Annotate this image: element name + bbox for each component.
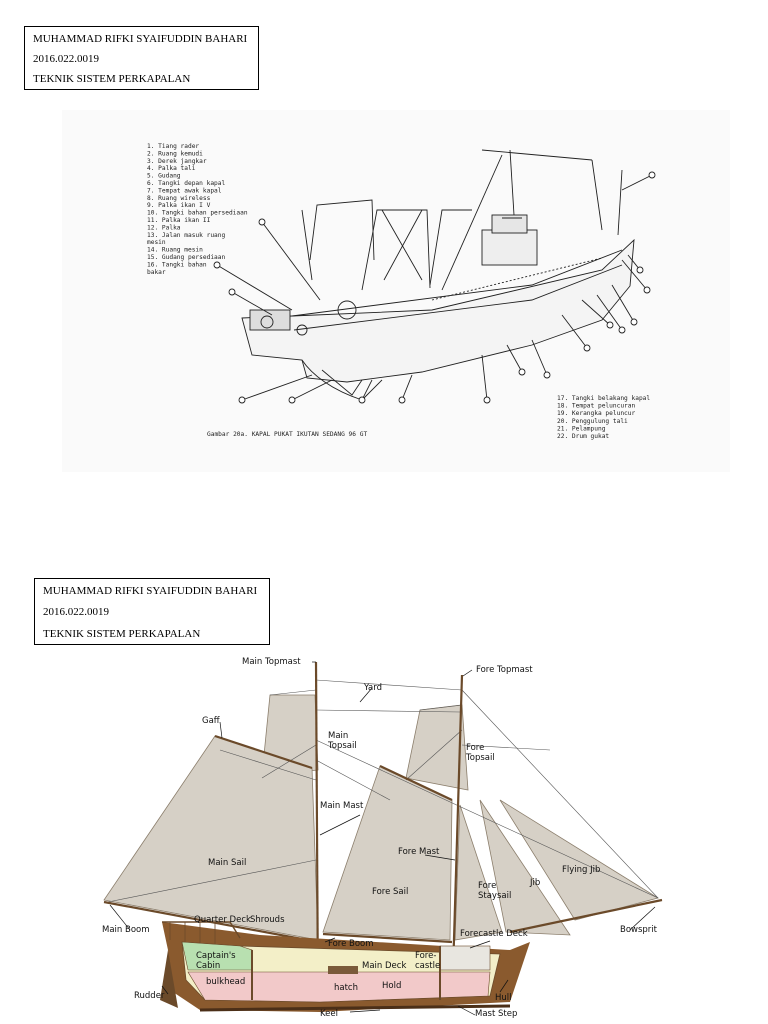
student-info-box-bottom: MUHAMMAD RIFKI SYAIFUDDIN BAHARI 2016.02… <box>34 578 270 645</box>
legend-item: 16. Tangki bahan <box>147 261 207 268</box>
legend-item: 1. Tiang rader <box>147 143 199 150</box>
sails <box>103 694 659 941</box>
legend-item: mesin <box>147 239 166 246</box>
trawler-drawing <box>216 149 653 401</box>
legend-item: 22. Drum gukat <box>557 433 609 440</box>
label-forecastle: castle <box>415 961 440 971</box>
label-mast-step: Mast Step <box>475 1009 517 1019</box>
label-main-deck: Main Deck <box>362 961 406 971</box>
rudder <box>160 950 178 1008</box>
fore-gaff <box>379 765 453 801</box>
label-shrouds: Shrouds <box>250 915 285 925</box>
legend-item: 13. Jalan masuk ruang <box>147 232 226 239</box>
callout-markers <box>213 171 656 404</box>
legend-item: 20. Penggulung tali <box>557 418 628 425</box>
label-quarter-deck: Quarter Deck <box>194 915 251 925</box>
label-keel: Keel <box>320 1009 338 1019</box>
label-fore-mast: Fore Mast <box>398 847 440 857</box>
label-forecastle-deck: Forecastle Deck <box>460 929 528 939</box>
legend-item: 7. Tempat awak kapal <box>147 187 222 194</box>
label-jib: Jib <box>529 878 540 888</box>
label-fore-topsail: Topsail <box>465 753 495 763</box>
fore-boom <box>322 932 453 944</box>
jib <box>479 799 571 936</box>
label-fore-staysail: Fore <box>478 881 496 891</box>
legend-item: 8. Ruang wireless <box>147 195 211 202</box>
label-main-mast: Main Mast <box>320 801 364 811</box>
label-fore-staysail: Staysail <box>478 891 511 901</box>
student-info-box-top: MUHAMMAD RIFKI SYAIFUDDIN BAHARI 2016.02… <box>24 26 259 90</box>
fore-staysail <box>454 804 503 941</box>
label-main-boom: Main Boom <box>102 925 150 935</box>
legend-item: 18. Tempat peluncuran <box>557 403 636 410</box>
study-program: TEKNIK SISTEM PERKAPALAN <box>33 73 191 85</box>
label-main-topmast: Main Topmast <box>242 657 301 667</box>
label-flying-jib: Flying Jib <box>562 865 600 875</box>
label-hatch: hatch <box>334 983 358 993</box>
keel <box>199 1004 511 1012</box>
legend-item: 4. Palka tali <box>147 165 196 172</box>
main-sail <box>103 735 319 941</box>
student-name: MUHAMMAD RIFKI SYAIFUDDIN BAHARI <box>33 33 248 45</box>
legend-item: 3. Derek jangkar <box>147 158 207 165</box>
legend-item: 14. Ruang mesin <box>147 247 203 254</box>
legend-item: 6. Tangki depan kapal <box>147 180 226 187</box>
label-bowsprit: Bowsprit <box>620 925 658 935</box>
legend-item: 17. Tangki belakang kapal <box>557 395 650 402</box>
label-hold: Hold <box>382 981 401 991</box>
label-fore-boom: Fore Boom <box>328 939 374 949</box>
label-fore-topmast: Fore Topmast <box>476 665 533 675</box>
label-captains-cabin: Cabin <box>196 961 220 971</box>
label-fore-topsail: Fore <box>466 743 484 753</box>
student-id: 2016.022.0019 <box>33 53 99 65</box>
legend-item: 15. Gudang persediaan <box>147 254 226 261</box>
figure1-caption: Gambar 20a. KAPAL PUKAT IKUTAN SEDANG 96… <box>207 431 367 438</box>
gaff <box>214 734 313 770</box>
label-gaff: Gaff <box>202 716 221 726</box>
label-pointers <box>109 661 656 1016</box>
legend-item: 19. Kerangka peluncur <box>557 410 636 417</box>
student-id: 2016.022.0019 <box>43 606 109 618</box>
label-main-sail: Main Sail <box>208 858 246 868</box>
legend-item: 21. Pelampung <box>557 425 606 432</box>
legend-item: bakar <box>147 269 166 276</box>
label-hull: Hull <box>495 993 512 1003</box>
legend-item: 11. Palka ikan II <box>147 217 211 224</box>
label-captains-cabin: Captain's <box>196 951 236 961</box>
legend-item: 9. Palka ikan I V <box>147 202 211 209</box>
legend-item: 12. Palka <box>147 224 181 231</box>
hull-group <box>160 921 530 1012</box>
label-forecastle: Fore- <box>415 951 436 961</box>
label-fore-sail: Fore Sail <box>372 887 408 897</box>
forecastle-area <box>439 945 491 971</box>
legend-item: 5. Gudang <box>147 173 181 180</box>
legend-item: 10. Tangki bahan persediaan <box>147 210 248 217</box>
student-name: MUHAMMAD RIFKI SYAIFUDDIN BAHARI <box>43 585 258 597</box>
bowsprit <box>509 898 663 934</box>
label-yard: Yard <box>363 683 382 693</box>
label-main-topsail: Topsail <box>327 741 357 751</box>
label-bulkhead: bulkhead <box>206 977 245 987</box>
label-rudder: Rudder <box>134 991 165 1001</box>
study-program: TEKNIK SISTEM PERKAPALAN <box>43 628 201 640</box>
label-main-topsail: Main <box>328 731 348 741</box>
legend-item: 2. Ruang kemudi <box>147 150 203 157</box>
